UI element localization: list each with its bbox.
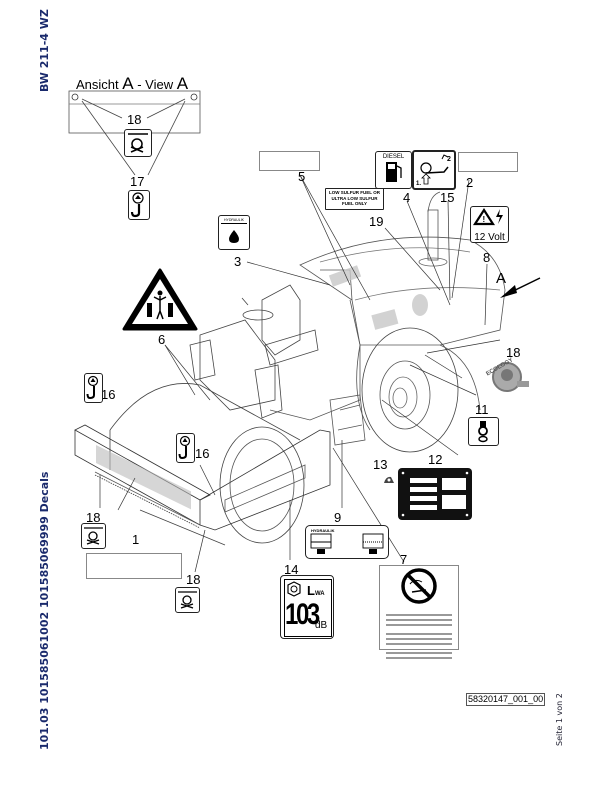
callout-8: 8 (483, 250, 491, 265)
callout-5: 5 (298, 169, 306, 184)
callout-4: 4 (403, 190, 411, 205)
roller-drum (109, 383, 305, 546)
voltage-label: 12 Volt (474, 232, 505, 243)
leader-lines (99, 174, 501, 573)
svg-text:!: ! (483, 215, 486, 224)
decal-12-volt: ! 12 Volt (470, 206, 509, 243)
electric-warning-icon: ! (472, 207, 503, 226)
callout-16-view: 17 (130, 174, 145, 189)
blank-label-box-1 (86, 553, 182, 579)
callout-7: 7 (400, 552, 408, 567)
callout-6: 6 (158, 332, 166, 347)
drum-frame (74, 424, 331, 531)
view-a-prefix: Ansicht (76, 77, 119, 92)
view-a-letter-2: A (176, 74, 189, 93)
no-spray-icon (401, 568, 437, 604)
step-1-label: 1. (416, 181, 421, 187)
decal-1-area (96, 444, 191, 510)
diesel-label: DIESEL (382, 154, 405, 160)
fuel-notice-line-1: LOW SULFUR FUEL OR (329, 190, 380, 195)
decal-ecology: ECOLOGY (483, 357, 531, 395)
fuel-notice-line-2: ULTRA LOW SULFUR (331, 195, 378, 201)
callout-16-drum: 16 (195, 446, 210, 461)
decal-12-data-plate (398, 468, 472, 520)
step-2-label: 2 (447, 156, 451, 163)
decal-17-left (81, 523, 106, 549)
sound-unit: dB (315, 620, 328, 631)
decal-9-hydraulik-level: HYDRAULIK (305, 525, 389, 559)
decal-fuel-notice: LOW SULFUR FUEL OR ULTRA LOW SULFUR FUEL… (325, 188, 384, 210)
sound-value: 103 (285, 598, 320, 631)
view-arrow-head (500, 285, 517, 298)
decal-16-drum (176, 433, 195, 463)
operator-seat (241, 269, 361, 421)
callout-17-view: 18 (127, 112, 142, 127)
decal-15-sound-power: LWA 103 dB (280, 575, 334, 639)
decal-11 (468, 417, 499, 446)
view-marker-a: A (496, 270, 507, 287)
callout-17-left: 18 (86, 510, 101, 525)
decal-17-bottom (175, 587, 200, 613)
decal-7-warning (379, 565, 459, 659)
diesel-pump-icon (386, 162, 402, 182)
callout-13: 13 (373, 457, 388, 472)
hydraulik-label: HYDRAULIK (221, 218, 247, 224)
callout-15: 14 (284, 562, 299, 577)
tie-down-icon (128, 133, 148, 153)
hydraulic-oil-icon (229, 230, 239, 243)
callout-17-bottom: 18 (186, 572, 201, 587)
callout-16-left: 16 (101, 387, 116, 402)
decal-16-view (128, 190, 150, 220)
hook-lift-icon (130, 192, 144, 218)
view-a-title: Ansicht A - View A (76, 74, 188, 94)
decal-17-view (124, 129, 152, 157)
decal-area-5a (371, 309, 399, 330)
blank-label-box-2 (458, 152, 518, 172)
callout-19: 19 (369, 214, 384, 229)
callout-14: 15 (440, 190, 455, 205)
ecology-icon: ECOLOGY (485, 357, 529, 392)
fuel-notice-line-3: FUEL ONLY (341, 201, 367, 206)
hydraulik-level-label: HYDRAULIK (311, 528, 335, 533)
hydraulic-level-icon (310, 533, 384, 554)
hook-lift-icon (86, 375, 99, 400)
decal-crush-hazard (122, 268, 198, 331)
crush-hazard-icon (147, 290, 173, 320)
lwa-label: LWA (307, 583, 325, 598)
decal-area-8 (412, 294, 428, 316)
view-a-letter: A (122, 74, 134, 93)
decal-16-left (84, 373, 103, 403)
decal-diesel: DIESEL (375, 151, 412, 189)
tie-down-icon (84, 527, 103, 545)
view-a-separator: - View (133, 77, 177, 92)
front-frame (189, 319, 366, 446)
blank-label-box-5 (259, 151, 320, 171)
decal-13 (384, 476, 394, 483)
tie-down-icon (178, 591, 197, 609)
hook-lift-icon (178, 435, 191, 460)
lever-icon: 2 1. (416, 154, 451, 187)
callout-1: 1 (132, 532, 140, 547)
decal-key-lever: 2 1. (412, 150, 456, 190)
callout-2: 2 (466, 175, 474, 190)
key-icon (478, 421, 488, 443)
callout-11: 11 (475, 402, 489, 417)
callout-3: 3 (234, 254, 242, 269)
callout-12: 12 (428, 452, 443, 467)
callout-18: 18 (506, 345, 521, 360)
decal-area-5b (328, 265, 362, 287)
rear-wheel (356, 327, 481, 453)
sound-power-icon (287, 581, 301, 597)
callout-9: 9 (334, 510, 342, 525)
drawing-number: 58320147_001_00 (466, 693, 546, 706)
decal-hydraulik-oil: HYDRAULIK (218, 215, 250, 250)
